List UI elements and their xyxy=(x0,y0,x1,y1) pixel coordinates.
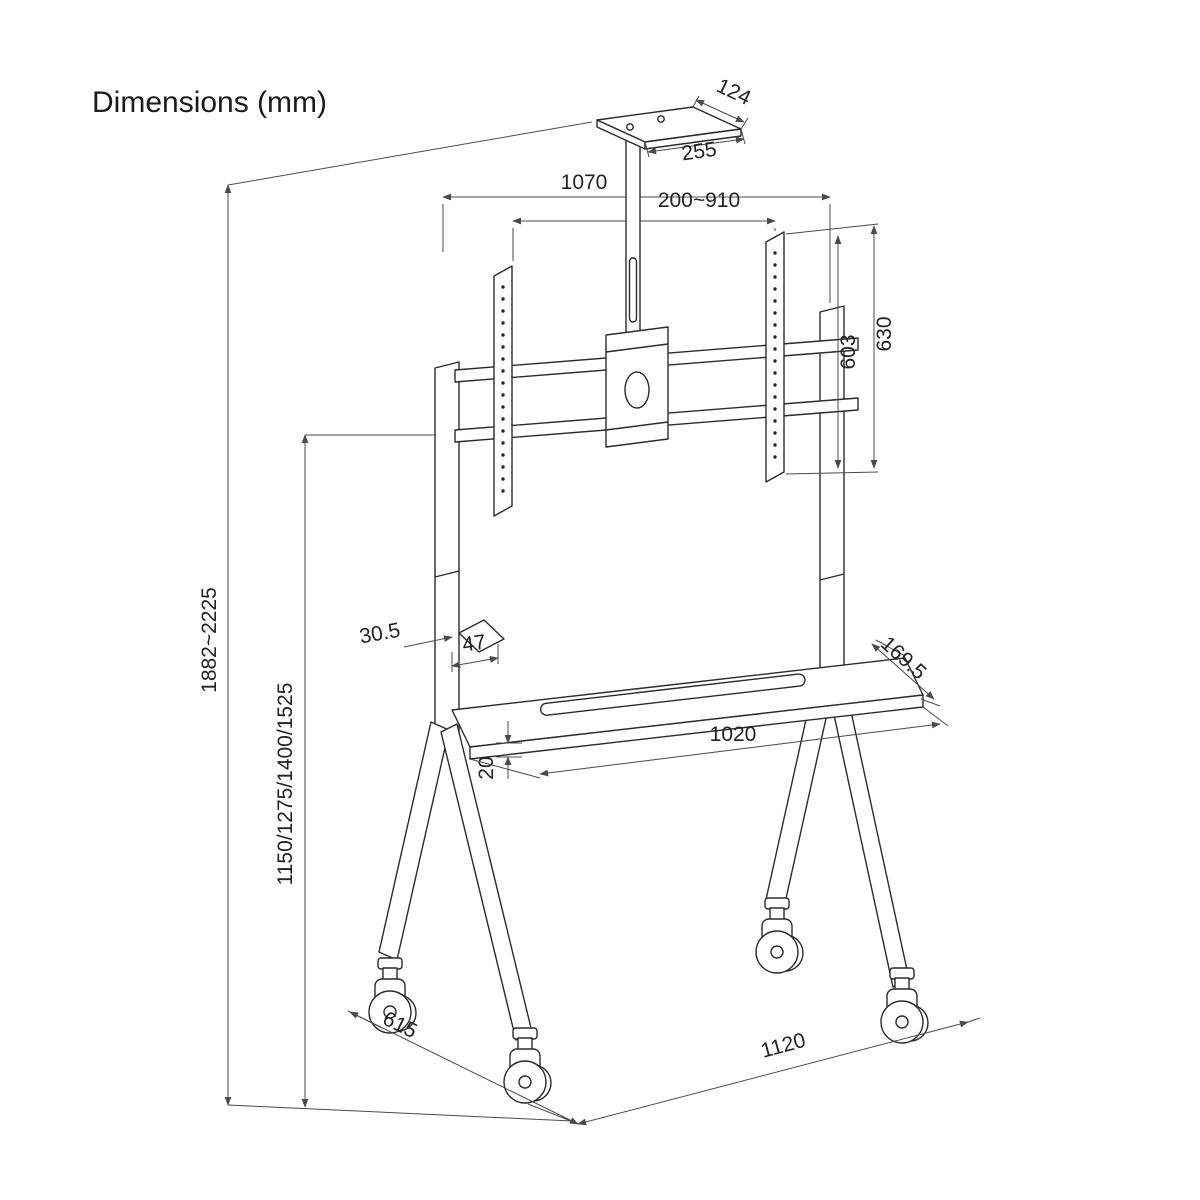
dim-base-depth: 615 xyxy=(347,1007,579,1125)
dim-label-support-thickness: 30.5 xyxy=(358,619,402,649)
shelf-support-bracket xyxy=(458,619,505,653)
dimensions-front: 1882~2225 1150/1275/1400/1525 124 255 xyxy=(198,74,981,1126)
dim-bracket-heights: 603 630 xyxy=(785,223,896,475)
dim-label-shelf-width: 1020 xyxy=(710,723,757,746)
dim-label-support-width: 47 xyxy=(461,631,487,657)
dim-label-overall-height: 1882~2225 xyxy=(198,587,221,693)
mount-plate-oval-hole xyxy=(624,371,650,409)
dim-bracket-width-range: 200~910 xyxy=(512,189,776,261)
extension-line-top-left xyxy=(227,121,593,186)
page-title: Dimensions (mm) xyxy=(92,86,327,119)
dim-label-bracket-height-inner: 603 xyxy=(837,334,860,369)
caster-front-center xyxy=(503,1027,552,1104)
dim-label-upper-bar-width: 1070 xyxy=(561,171,608,194)
right-rear-leg xyxy=(825,669,910,988)
dim-label-shelf-front-height: 20 xyxy=(475,756,498,779)
left-column xyxy=(434,361,460,749)
top-plate-hole xyxy=(626,123,634,131)
shelf-slot xyxy=(539,673,806,716)
caster-rear-right-outer xyxy=(880,967,929,1044)
dim-label-base-width: 1120 xyxy=(759,1029,809,1063)
dim-label-bracket-width-range: 200~910 xyxy=(658,189,740,212)
center-pole-slot xyxy=(628,257,638,323)
caster-rear-right-inner xyxy=(755,897,804,974)
left-front-leg xyxy=(378,721,450,961)
top-plate-hole xyxy=(657,115,665,123)
dim-shelf-front-height: 20 xyxy=(475,721,522,780)
left-vesa-rail xyxy=(493,265,513,517)
dim-label-bracket-height-outer: 630 xyxy=(873,316,896,351)
dim-label-top-plate-width: 255 xyxy=(680,138,718,166)
dim-column-heights: 1150/1275/1400/1525 xyxy=(274,434,436,1108)
dimensions-behind: 1070 200~910 xyxy=(227,121,831,303)
mount-plate-bottom-line xyxy=(605,421,669,431)
dim-support-width: 47 xyxy=(451,631,499,672)
dim-top-plate-width: 255 xyxy=(644,128,746,166)
right-column-seam xyxy=(819,573,845,581)
dim-label-column-heights: 1150/1275/1400/1525 xyxy=(274,683,297,886)
mount-plate-top-line xyxy=(605,343,669,353)
stand-drawing xyxy=(368,106,929,1104)
right-vesa-rail xyxy=(765,231,785,483)
dim-label-top-plate-depth: 124 xyxy=(713,74,755,110)
dim-shelf-width: 1020 xyxy=(469,706,949,779)
left-column-seam xyxy=(434,570,460,578)
